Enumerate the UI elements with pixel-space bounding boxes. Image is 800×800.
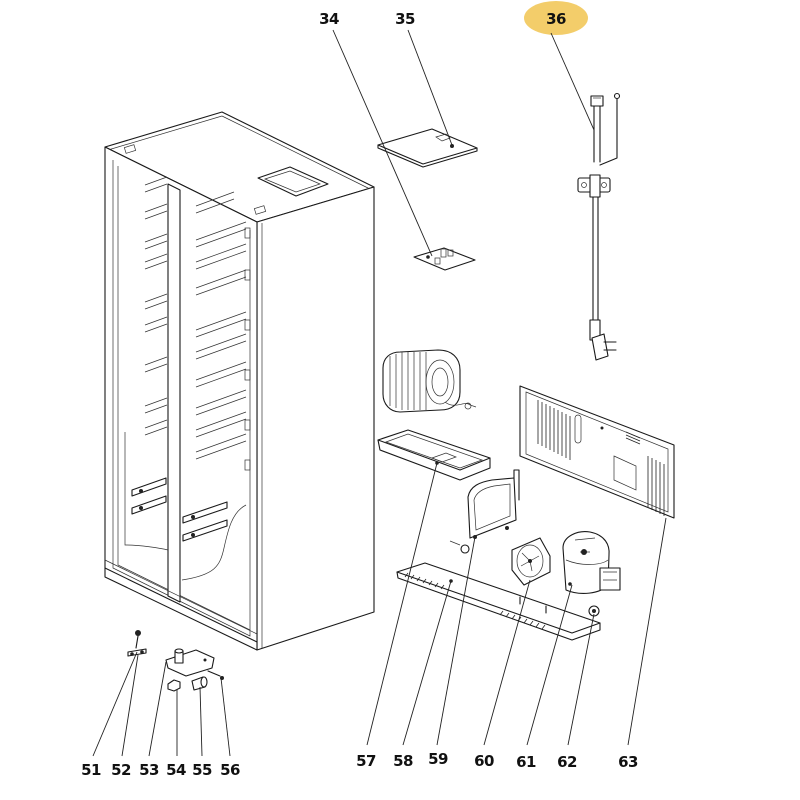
part-57-drain-pan[interactable]: [377, 429, 491, 481]
label-56[interactable]: 56: [220, 761, 240, 779]
part-54-hinge-nut[interactable]: [167, 679, 181, 692]
label-54[interactable]: 54: [166, 761, 186, 779]
part-55-hinge-bushing[interactable]: [191, 676, 208, 691]
part-labels: 34 35 36 51 52 53 54 55 56 57 58 59 60 6…: [81, 10, 638, 779]
label-63[interactable]: 63: [618, 753, 638, 771]
label-61[interactable]: 61: [516, 753, 536, 771]
cabinet-body: [104, 111, 375, 651]
part-56-hinge-pin[interactable]: [207, 670, 224, 680]
condenser-coil: [382, 349, 477, 413]
label-55[interactable]: 55: [192, 761, 212, 779]
label-36[interactable]: 36: [546, 10, 566, 28]
part-59-fan-bracket[interactable]: [467, 469, 520, 539]
part-35-control-board-cover[interactable]: [377, 128, 478, 168]
label-62[interactable]: 62: [557, 753, 577, 771]
label-53[interactable]: 53: [139, 761, 159, 779]
leader-lines: [92, 29, 667, 757]
part-51-hinge-screw[interactable]: [135, 630, 141, 649]
label-34[interactable]: 34: [319, 10, 339, 28]
label-60[interactable]: 60: [474, 752, 494, 770]
highlight-ellipse: [524, 1, 588, 35]
fan-bracket-screw: [449, 540, 470, 554]
part-63-rear-cover-panel[interactable]: [519, 385, 675, 519]
label-35[interactable]: 35: [395, 10, 415, 28]
part-53-lower-hinge[interactable]: [165, 648, 215, 677]
label-51[interactable]: 51: [81, 761, 101, 779]
label-58[interactable]: 58: [393, 752, 413, 770]
label-52[interactable]: 52: [111, 761, 131, 779]
part-60-condenser-fan[interactable]: [511, 537, 551, 586]
part-58-base-plate[interactable]: [396, 562, 601, 641]
part-34-control-board[interactable]: [413, 247, 476, 271]
part-36-power-cord[interactable]: [577, 92, 621, 361]
label-57[interactable]: 57: [356, 752, 376, 770]
label-59[interactable]: 59: [428, 750, 448, 768]
part-61-compressor[interactable]: [562, 531, 621, 594]
